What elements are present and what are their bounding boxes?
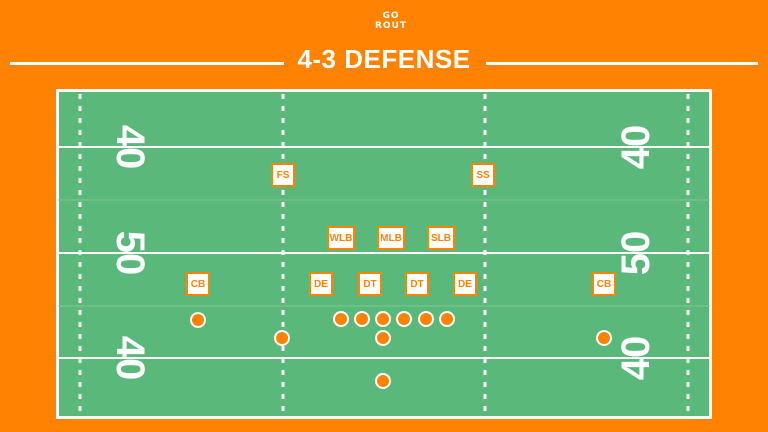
player-cb-left: CB	[186, 272, 210, 296]
yard-number-right-middle: 50	[614, 230, 658, 276]
player-wlb: WLB	[327, 226, 355, 250]
logo-line-2: ROUT	[374, 21, 408, 31]
yard-number-right-top: 40	[614, 124, 658, 170]
offense-lineman-5	[418, 311, 434, 327]
offense-lineman-2	[354, 311, 370, 327]
player-dt-right: DT	[405, 272, 429, 296]
offense-lineman-1	[333, 311, 349, 327]
title-rule-left	[10, 62, 284, 65]
player-slb: SLB	[427, 226, 455, 250]
offense-wr-slot	[274, 330, 290, 346]
yard-number-left-bottom: 40	[108, 335, 152, 381]
offense-wr-right	[596, 330, 612, 346]
offense-tight-end	[439, 311, 455, 327]
offense-quarterback	[375, 330, 391, 346]
offense-lineman-4	[396, 311, 412, 327]
player-fs: FS	[271, 163, 295, 187]
player-mlb: MLB	[377, 226, 405, 250]
offense-center	[375, 311, 391, 327]
logo-line-1: GO	[382, 11, 400, 21]
player-de-right: DE	[453, 272, 477, 296]
yard-number-right-bottom: 40	[614, 335, 658, 381]
player-dt-left: DT	[358, 272, 382, 296]
offense-wr-left	[190, 312, 206, 328]
page-title: 4-3 DEFENSE	[297, 44, 471, 74]
player-ss: SS	[471, 163, 495, 187]
title-rule-right	[486, 62, 758, 65]
player-cb-right: CB	[592, 272, 616, 296]
player-de-left: DE	[309, 272, 333, 296]
offense-running-back	[375, 373, 391, 389]
yard-number-left-middle: 50	[108, 230, 152, 276]
brand-logo: GO ROUT	[371, 11, 411, 35]
yard-number-left-top: 40	[108, 124, 152, 170]
